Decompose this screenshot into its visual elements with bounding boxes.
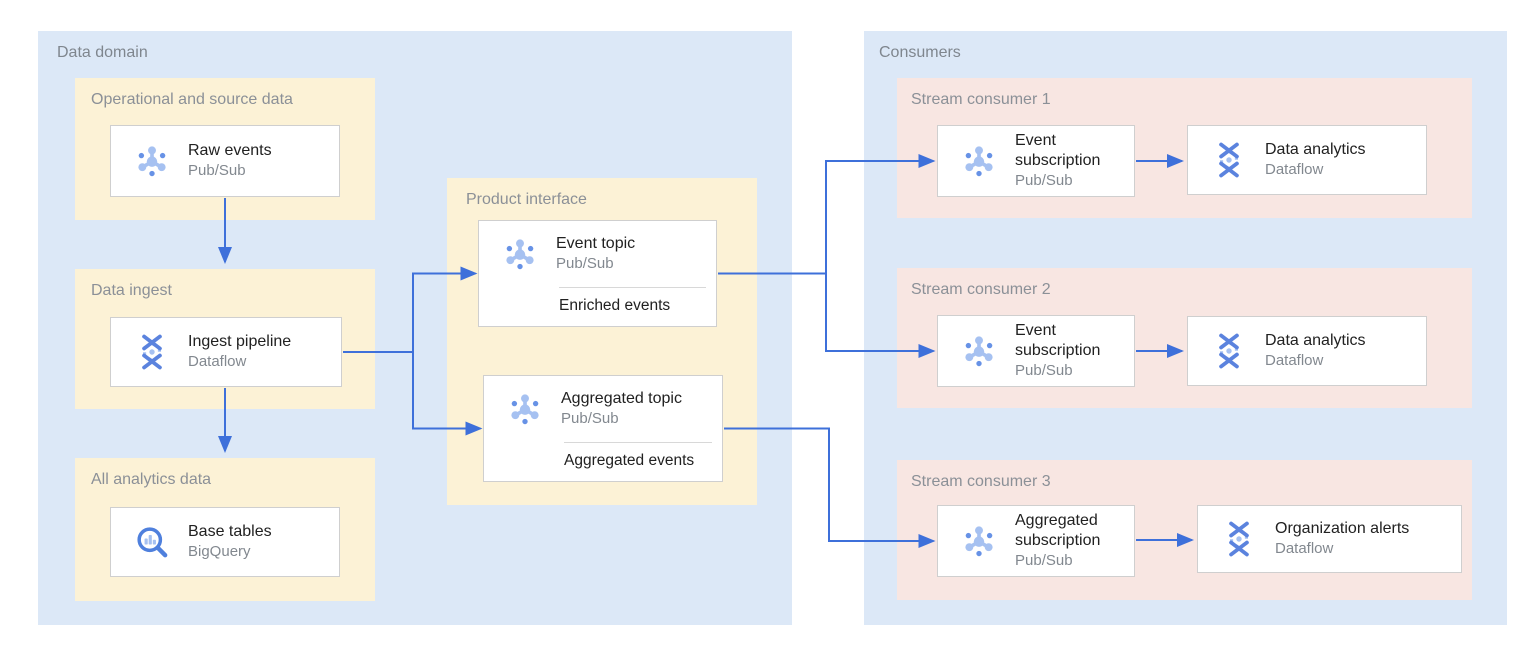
card-product-name: Dataflow [1275,540,1334,557]
card-event-subscription-1: Event subscription Pub/Sub [937,125,1135,197]
card-aggregated-subscription-text: Aggregated subscription Pub/Sub [1015,511,1134,571]
card-title: Ingest pipeline [188,333,292,350]
card-aggregated-subscription: Aggregated subscription Pub/Sub [937,505,1135,577]
card-product-name: Pub/Sub [1015,172,1073,189]
card-title: Event topic [556,235,636,252]
card-organization-alerts: Organization alerts Dataflow [1197,505,1462,573]
card-organization-alerts-text: Organization alerts Dataflow [1275,519,1409,559]
group-stream-consumer-3-label: Stream consumer 3 [911,473,1051,490]
dataflow-icon [1219,142,1239,178]
card-title: Event subscription [1015,322,1101,359]
card-product-name: Dataflow [1265,352,1324,369]
card-event-topic-row: Event topic Pub/Sub [479,221,716,287]
group-all-analytics-data-label: All analytics data [91,471,212,488]
card-aggregated-topic-note: Aggregated events [564,442,712,470]
card-ingest-pipeline-text: Ingest pipeline Dataflow [188,332,291,372]
card-title: Data analytics [1265,332,1366,349]
card-raw-events-text: Raw events Pub/Sub [188,141,272,181]
card-title: Raw events [188,142,272,159]
card-product-name: Pub/Sub [188,162,246,179]
card-title: Aggregated subscription [1015,512,1101,549]
bigquery-icon [133,523,171,561]
card-aggregated-topic-row: Aggregated topic Pub/Sub [484,376,722,442]
group-operational-label: Operational and source data [91,91,293,108]
pubsub-icon [136,144,168,179]
pubsub-icon [504,237,536,272]
card-event-topic-text: Event topic Pub/Sub [556,234,635,274]
card-product-name: Dataflow [188,353,247,370]
pubsub-icon [963,144,995,179]
card-title: Aggregated topic [561,390,682,407]
card-title: Organization alerts [1275,520,1410,537]
dataflow-icon [1219,333,1239,369]
card-product-name: Pub/Sub [1015,552,1073,569]
group-stream-consumer-2-label: Stream consumer 2 [911,281,1051,298]
card-data-analytics-2: Data analytics Dataflow [1187,316,1427,386]
panel-data-domain-label: Data domain [57,44,148,61]
card-ingest-pipeline: Ingest pipeline Dataflow [110,317,342,387]
group-data-ingest-label: Data ingest [91,282,172,299]
card-event-topic: Event topic Pub/Sub Enriched events [478,220,717,327]
dataflow-icon [1229,521,1249,557]
card-event-subscription-2: Event subscription Pub/Sub [937,315,1135,387]
card-aggregated-topic: Aggregated topic Pub/Sub Aggregated even… [483,375,723,482]
card-product-name: Dataflow [1265,161,1324,178]
card-raw-events: Raw events Pub/Sub [110,125,340,197]
panel-consumers-label: Consumers [879,44,961,61]
card-product-name: Pub/Sub [1015,362,1073,379]
card-product-name: Pub/Sub [556,255,614,272]
card-title: Event subscription [1015,132,1101,169]
group-stream-consumer-1-label: Stream consumer 1 [911,91,1051,108]
pubsub-icon [963,524,995,559]
card-product-name: BigQuery [188,543,251,560]
card-event-subscription-1-text: Event subscription Pub/Sub [1015,131,1134,191]
card-base-tables: Base tables BigQuery [110,507,340,577]
card-data-analytics-2-text: Data analytics Dataflow [1265,331,1366,371]
card-data-analytics-1-text: Data analytics Dataflow [1265,140,1366,180]
pubsub-icon [509,392,541,427]
card-aggregated-topic-text: Aggregated topic Pub/Sub [561,389,682,429]
card-title: Data analytics [1265,141,1366,158]
pubsub-icon [963,334,995,369]
card-event-topic-note: Enriched events [559,287,706,315]
card-product-name: Pub/Sub [561,410,619,427]
card-event-subscription-2-text: Event subscription Pub/Sub [1015,321,1134,381]
card-data-analytics-1: Data analytics Dataflow [1187,125,1427,195]
card-base-tables-text: Base tables BigQuery [188,522,272,562]
group-product-interface-label: Product interface [466,191,587,208]
card-title: Base tables [188,523,272,540]
dataflow-icon [142,334,162,370]
